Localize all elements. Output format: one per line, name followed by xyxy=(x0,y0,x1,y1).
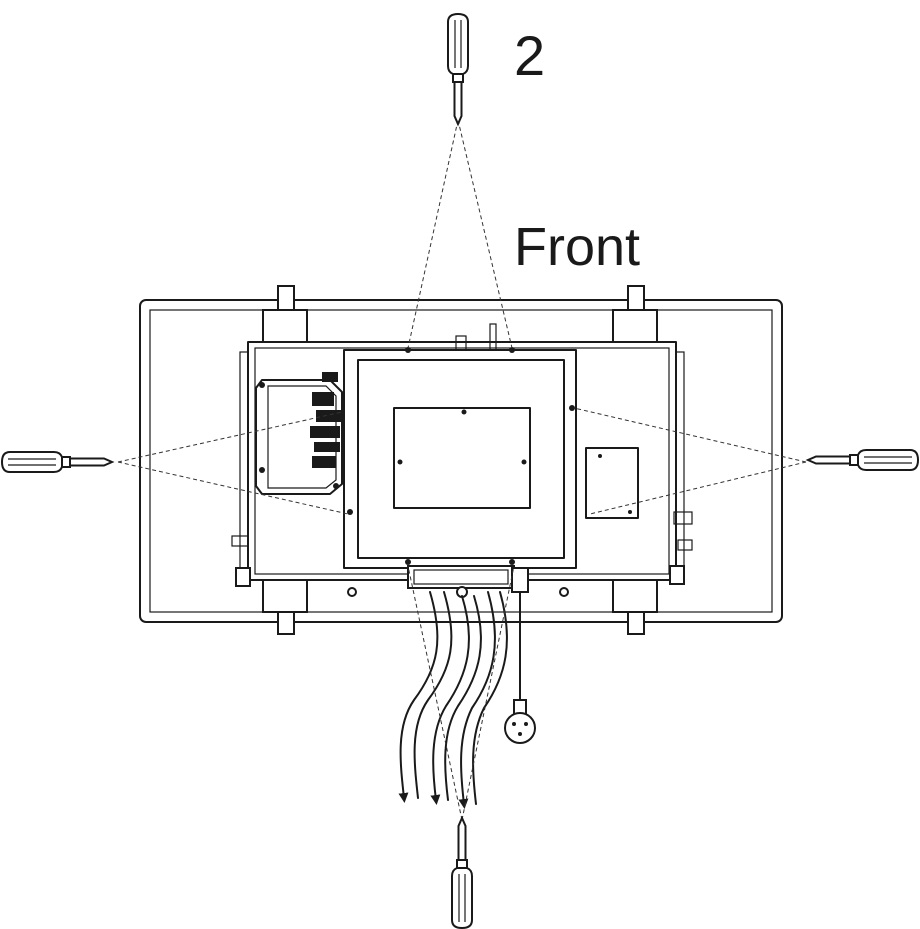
side-brackets xyxy=(231,511,693,587)
access-panel xyxy=(585,447,639,519)
control-board xyxy=(255,372,343,495)
screwdriver-icon xyxy=(1,451,113,473)
center-plate xyxy=(343,323,577,569)
cables xyxy=(398,591,508,809)
step-number: 2 xyxy=(514,24,546,87)
screwdriver-icon xyxy=(451,817,473,929)
front-label: Front xyxy=(514,217,641,277)
screwdriver-icon xyxy=(447,13,469,125)
screwdriver-icon xyxy=(807,449,919,471)
power-cord xyxy=(504,567,536,744)
guide-lines xyxy=(117,119,807,821)
mounting-posts xyxy=(262,285,658,635)
back-panel xyxy=(239,341,685,581)
outer-frame xyxy=(139,299,783,623)
connector-box xyxy=(347,565,569,598)
plug-icon xyxy=(504,712,536,744)
